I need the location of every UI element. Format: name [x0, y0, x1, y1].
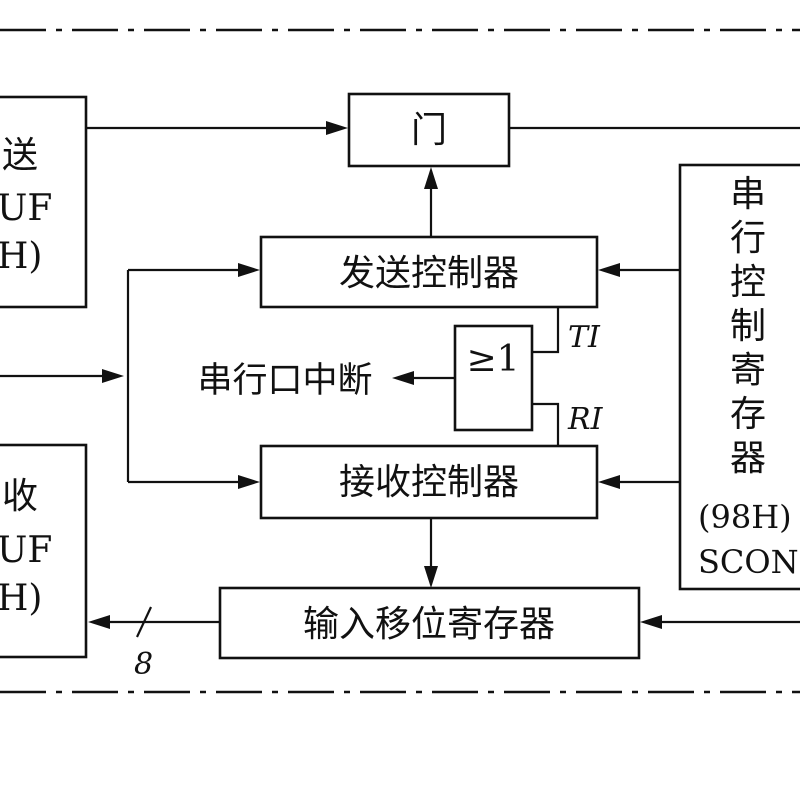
or-gate-box [453, 324, 534, 432]
rx-controller-box [259, 444, 599, 520]
arrow-bus-to-tx-controller [238, 263, 260, 277]
tx-controller-label: 发送控制器 [339, 253, 519, 294]
arrow-into-recv-buffer [88, 615, 110, 629]
scon-char-3: 控 [730, 262, 766, 303]
scon-char-7: 器 [730, 438, 766, 479]
scon-vertical-label: 串 行 控 制 寄 存 器 [730, 174, 766, 479]
arrow-into-tx-controller [598, 263, 620, 277]
bus-width-label: 8 [134, 647, 153, 682]
line-ri [532, 402, 560, 446]
arrow-into-rx-controller [598, 475, 620, 489]
arrow-bus-to-rx-controller [238, 475, 260, 489]
scon-name: SCON [698, 543, 799, 581]
scon-char-5: 寄 [730, 350, 766, 391]
recv-buffer-box [0, 443, 88, 659]
recv-buffer-line1: 收 [2, 476, 38, 517]
scon-char-2: 行 [730, 218, 766, 259]
bus-width-slash [136, 606, 152, 638]
serial-interrupt-label: 串行口中断 [197, 361, 372, 401]
arrow-into-gate [326, 121, 348, 135]
line-ti [532, 307, 560, 354]
rx-controller-label: 接收控制器 [339, 462, 519, 503]
ri-label: RI [567, 402, 604, 437]
arrow-to-interrupt [392, 371, 414, 385]
or-gate-label: ≥1 [466, 339, 519, 380]
scon-address: (98H) [698, 498, 792, 536]
tx-controller-box [259, 235, 599, 309]
recv-buffer-line2: UF [0, 530, 52, 571]
arrow-up-to-gate [424, 167, 438, 189]
arrow-left-input [102, 369, 124, 383]
recv-buffer-line3: H) [0, 578, 42, 619]
input-shift-register-box [218, 586, 641, 660]
gate-box [347, 92, 511, 168]
scon-char-1: 串 [730, 174, 766, 215]
ti-label: TI [568, 320, 601, 355]
send-buffer-line2: UF [0, 188, 52, 229]
scon-char-6: 存 [730, 394, 766, 435]
send-buffer-line3: H) [0, 236, 42, 277]
input-shift-register-label: 输入移位寄存器 [303, 604, 555, 645]
scon-register-box [678, 163, 800, 591]
arrow-into-shift-register [424, 566, 438, 588]
send-buffer-line1: 送 [2, 135, 38, 176]
gate-label: 门 [411, 110, 447, 151]
scon-char-4: 制 [730, 306, 766, 347]
send-buffer-box [0, 95, 88, 309]
arrow-right-input [640, 615, 662, 629]
